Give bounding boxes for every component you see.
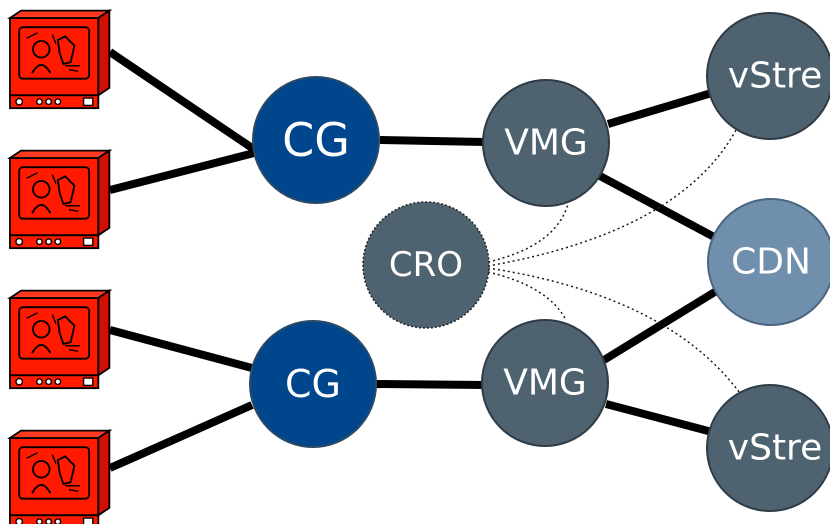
node-cg-top: CG [252, 76, 380, 204]
node-circle [252, 76, 380, 204]
node-label: VMG [504, 123, 588, 164]
link-tv3-cg-bottom [108, 326, 254, 372]
link-vmg-bottom-cdn [601, 286, 721, 364]
node-cro: CRO [362, 201, 490, 329]
node-vmg-bottom: VMG [481, 319, 609, 447]
node-vmg-top: VMG [482, 79, 610, 207]
node-vstream-top: vStre [706, 12, 830, 140]
node-circle [362, 201, 490, 329]
client-tvs [9, 9, 111, 524]
television-icon [9, 289, 111, 390]
node-vstream-bottom: vStre [706, 384, 830, 512]
dotted-links [487, 129, 743, 397]
television-icon [9, 149, 111, 250]
node-circle [706, 12, 830, 140]
node-label: CDN [731, 242, 811, 283]
node-cg-bottom: CG [249, 320, 377, 448]
link-vmg-top-vstream-top [606, 88, 717, 128]
node-label: vStre [728, 428, 822, 469]
node-circle [707, 198, 830, 326]
link-cro-vstream-bottom [487, 267, 743, 397]
node-label: vStre [728, 56, 822, 97]
node-label: VMG [503, 363, 587, 404]
link-cro-vstream-top [487, 129, 737, 267]
link-tv4-cg-bottom [108, 401, 254, 472]
node-label: CG [282, 113, 350, 167]
link-cg-top-vmg-top [379, 136, 486, 146]
link-cro-vmg-top [487, 203, 569, 263]
link-vmg-bottom-vstream-bottom [604, 400, 714, 436]
node-circle [249, 320, 377, 448]
link-tv2-cg-top [109, 148, 259, 194]
node-label: CG [285, 362, 341, 406]
node-label: CRO [389, 245, 463, 285]
solid-links [107, 48, 721, 472]
node-circle [481, 319, 609, 447]
television-icon [9, 429, 111, 524]
link-cg-bottom-vmg-bottom [374, 380, 485, 389]
node-circle [482, 79, 610, 207]
node-circle [706, 384, 830, 512]
link-vmg-top-cdn [598, 172, 718, 242]
node-cdn: CDN [707, 198, 830, 326]
link-cro-vmg-bottom [487, 271, 567, 321]
television-icon [9, 9, 111, 110]
link-tv1-cg-top [107, 48, 261, 156]
